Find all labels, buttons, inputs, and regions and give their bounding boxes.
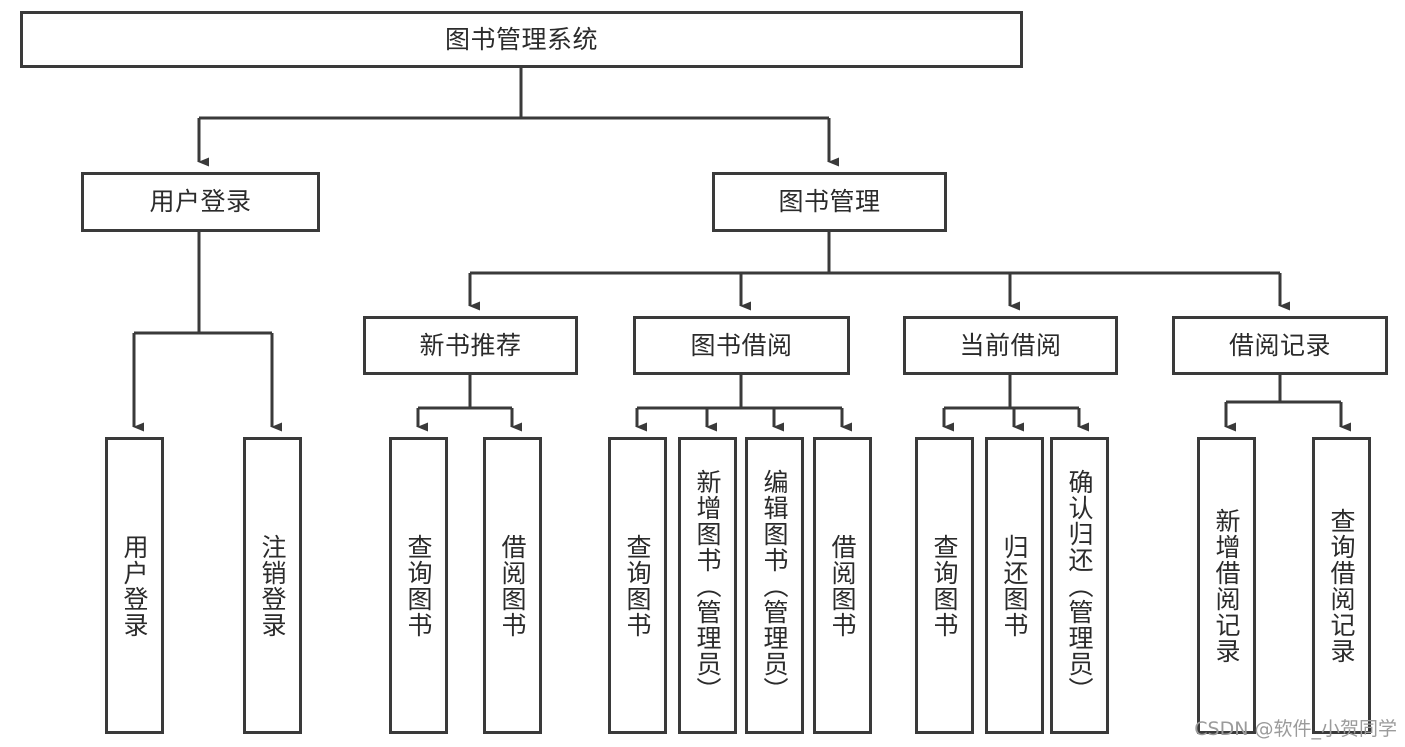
node-label: 图书借阅 xyxy=(690,330,793,360)
node-label: 借阅记录 xyxy=(1228,330,1331,360)
leaf-borrow-book-2[interactable]: 借阅图书 xyxy=(813,437,872,734)
node-label: 用户登录 xyxy=(149,187,252,216)
node-label: 当前借阅 xyxy=(959,330,1062,360)
leaf-confirm-return[interactable]: 确认归还（管理员） xyxy=(1050,437,1109,734)
node-label: 图书管理 xyxy=(778,187,881,216)
node-label: 借阅图书 xyxy=(498,533,527,638)
node-label: 新增图书（管理员） xyxy=(693,468,722,703)
node-new-book-recommend[interactable]: 新书推荐 xyxy=(363,316,578,375)
leaf-query-book-2[interactable]: 查询图书 xyxy=(608,437,667,734)
leaf-logout-login[interactable]: 注销登录 xyxy=(243,437,302,734)
node-book-management[interactable]: 图书管理 xyxy=(712,172,947,232)
node-label: 查询图书 xyxy=(930,533,959,638)
node-book-borrow[interactable]: 图书借阅 xyxy=(633,316,850,375)
leaf-return-book[interactable]: 归还图书 xyxy=(985,437,1044,734)
leaf-add-record[interactable]: 新增借阅记录 xyxy=(1197,437,1256,734)
node-label: 注销登录 xyxy=(258,533,287,638)
node-label: 图书管理系统 xyxy=(444,24,598,54)
leaf-query-book-3[interactable]: 查询图书 xyxy=(915,437,974,734)
node-label: 查询图书 xyxy=(404,533,433,638)
node-borrow-record[interactable]: 借阅记录 xyxy=(1172,316,1388,375)
node-current-borrow[interactable]: 当前借阅 xyxy=(903,316,1118,375)
leaf-edit-book[interactable]: 编辑图书（管理员） xyxy=(745,437,804,734)
node-label: 归还图书 xyxy=(1000,533,1029,638)
leaf-user-login[interactable]: 用户登录 xyxy=(105,437,164,734)
leaf-borrow-book-1[interactable]: 借阅图书 xyxy=(483,437,542,734)
node-label: 新增借阅记录 xyxy=(1212,507,1241,664)
leaf-query-record[interactable]: 查询借阅记录 xyxy=(1312,437,1371,734)
node-label: 用户登录 xyxy=(120,533,149,638)
leaf-query-book-1[interactable]: 查询图书 xyxy=(389,437,448,734)
node-label: 确认归还（管理员） xyxy=(1065,468,1094,703)
node-label: 查询图书 xyxy=(623,533,652,638)
node-label: 新书推荐 xyxy=(419,330,522,360)
node-root-system[interactable]: 图书管理系统 xyxy=(20,11,1023,68)
node-label: 借阅图书 xyxy=(828,533,857,638)
leaf-add-book[interactable]: 新增图书（管理员） xyxy=(678,437,737,734)
node-user-login[interactable]: 用户登录 xyxy=(81,172,320,232)
node-label: 查询借阅记录 xyxy=(1327,507,1356,664)
node-label: 编辑图书（管理员） xyxy=(760,468,789,703)
